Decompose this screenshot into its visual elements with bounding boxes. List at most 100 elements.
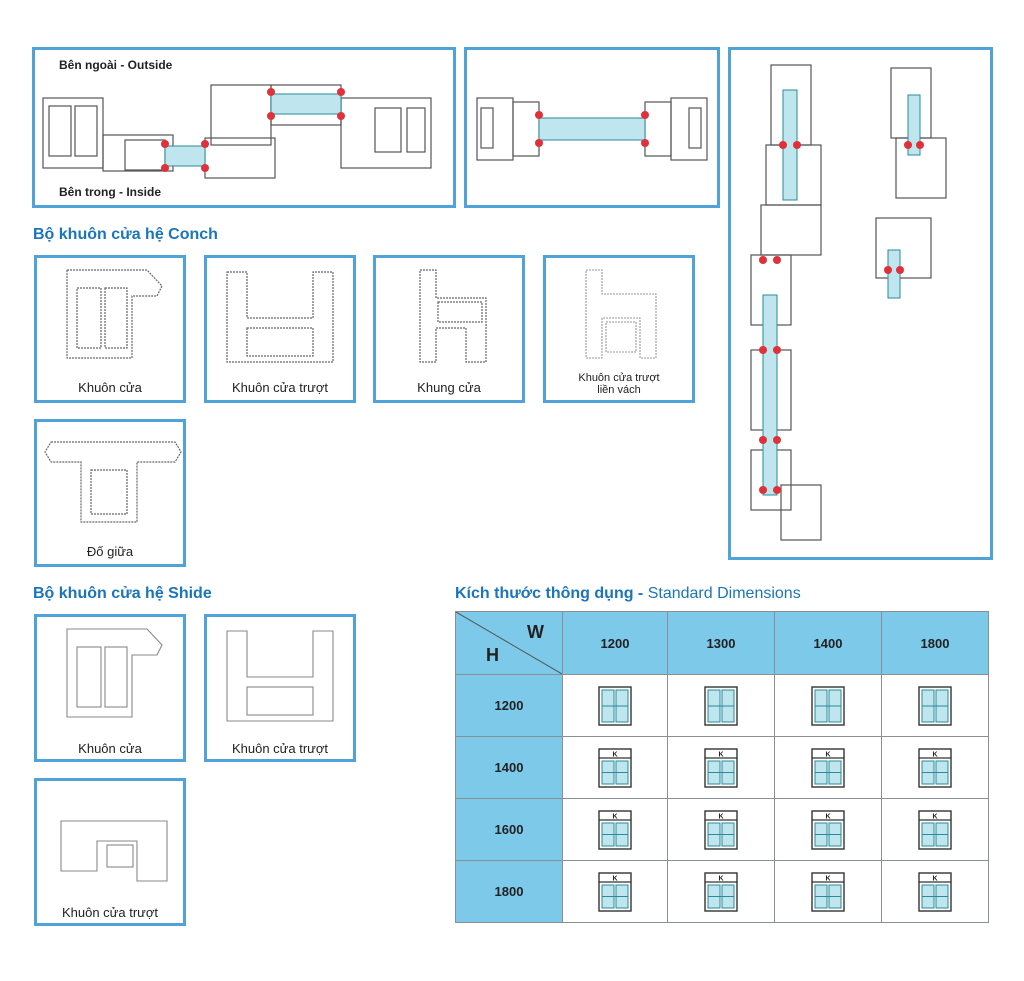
height-header: 1600 bbox=[455, 798, 563, 861]
corner-diagonal bbox=[456, 612, 562, 674]
corner-w-label: W bbox=[527, 622, 544, 642]
sliding-frame-mullion-caption-line2: liền vách bbox=[597, 384, 641, 396]
window-icon: K bbox=[598, 747, 632, 788]
transom-label: K bbox=[718, 875, 723, 882]
dimensions-row: 1200 bbox=[455, 674, 989, 737]
window-icon: K bbox=[704, 871, 738, 912]
sash-profile-drawing bbox=[419, 269, 487, 363]
dimensions-corner-cell: W H bbox=[455, 611, 563, 675]
conch-section-title: Bộ khuôn cửa hệ Conch bbox=[33, 226, 218, 243]
window-icon: K bbox=[598, 871, 632, 912]
width-header: 1400 bbox=[774, 611, 882, 675]
shide-sliding-frame-caption: Khuôn cửa trượt bbox=[231, 741, 329, 756]
fixed-section-diagram bbox=[464, 47, 720, 208]
dimensions-header-row: W H 1200 1300 1400 1800 bbox=[455, 611, 989, 675]
window-icon: K bbox=[918, 871, 952, 912]
conch-profile-mullion: Đố giữa bbox=[34, 419, 186, 567]
window-icon: K bbox=[811, 809, 845, 850]
dimensions-row: 1800 K K K K bbox=[455, 860, 989, 923]
window-cell: K bbox=[774, 736, 882, 799]
window-cell: K bbox=[562, 736, 668, 799]
window-icon: K bbox=[598, 809, 632, 850]
shide-section-title: Bộ khuôn cửa hệ Shide bbox=[33, 585, 212, 602]
conch-profile-sliding-frame: Khuôn cửa trượt bbox=[204, 255, 356, 403]
transom-label: K bbox=[612, 813, 617, 820]
shide-door-frame-profile-drawing bbox=[66, 628, 163, 718]
transom-label: K bbox=[825, 751, 830, 758]
window-icon: K bbox=[918, 809, 952, 850]
window-icon bbox=[811, 685, 845, 726]
mullion-profile-drawing bbox=[44, 441, 182, 523]
shide-profile-sliding-frame: Khuôn cửa trượt bbox=[204, 614, 356, 762]
transom-label: K bbox=[932, 813, 937, 820]
vertical-section-drawing bbox=[750, 64, 947, 541]
conch-profile-door-frame: Khuôn cửa bbox=[34, 255, 186, 403]
transom-label: K bbox=[932, 875, 937, 882]
window-cell: K bbox=[667, 860, 775, 923]
fixed-section-drawing bbox=[476, 97, 708, 161]
window-cell bbox=[667, 674, 775, 737]
dimensions-row: 1600 K K K K bbox=[455, 798, 989, 861]
sliding-frame-caption: Khuôn cửa trượt bbox=[231, 380, 329, 395]
window-cell: K bbox=[881, 860, 989, 923]
window-icon: K bbox=[704, 809, 738, 850]
transom-label: K bbox=[932, 751, 937, 758]
vertical-section-diagram bbox=[728, 47, 993, 560]
shide-sliding-frame-2-profile-drawing bbox=[60, 820, 168, 882]
sliding-frame-mullion-caption-line1: Khuôn cửa trượt bbox=[578, 372, 660, 384]
window-cell: K bbox=[881, 736, 989, 799]
door-frame-profile-drawing bbox=[66, 269, 163, 359]
window-cell bbox=[881, 674, 989, 737]
outside-label: Bên ngoài - Outside bbox=[59, 58, 173, 72]
transom-label: K bbox=[825, 875, 830, 882]
dimensions-section-title: Kích thước thông dụng - Standard Dimensi… bbox=[455, 585, 801, 603]
shide-profile-door-frame: Khuôn cửa bbox=[34, 614, 186, 762]
window-icon bbox=[704, 685, 738, 726]
window-icon: K bbox=[811, 871, 845, 912]
transom-label: K bbox=[612, 875, 617, 882]
width-header: 1300 bbox=[667, 611, 775, 675]
shide-sliding-frame-2-caption: Khuôn cửa trượt bbox=[61, 905, 159, 920]
window-icon bbox=[918, 685, 952, 726]
window-cell: K bbox=[774, 798, 882, 861]
sash-caption: Khung cửa bbox=[417, 380, 481, 395]
height-header: 1400 bbox=[455, 736, 563, 799]
window-icon: K bbox=[811, 747, 845, 788]
height-header: 1800 bbox=[455, 860, 563, 923]
transom-label: K bbox=[718, 751, 723, 758]
dimensions-title-en: Standard Dimensions bbox=[647, 585, 801, 602]
shide-sliding-frame-profile-drawing bbox=[226, 630, 334, 722]
dimensions-title-vi: Kích thước thông dụng - bbox=[455, 585, 644, 602]
window-cell: K bbox=[881, 798, 989, 861]
transom-label: K bbox=[825, 813, 830, 820]
window-cell: K bbox=[667, 736, 775, 799]
window-cell: K bbox=[774, 860, 882, 923]
door-frame-caption: Khuôn cửa bbox=[78, 380, 142, 395]
conch-profile-sash: Khung cửa bbox=[373, 255, 525, 403]
sliding-section-drawing bbox=[42, 84, 432, 179]
sliding-section-diagram: Bên ngoài - Outside Bên trong - Inside bbox=[32, 47, 456, 208]
window-cell: K bbox=[562, 798, 668, 861]
inside-label: Bên trong - Inside bbox=[59, 185, 161, 199]
width-header: 1800 bbox=[881, 611, 989, 675]
shide-profile-sliding-frame-2: Khuôn cửa trượt bbox=[34, 778, 186, 926]
window-icon: K bbox=[704, 747, 738, 788]
window-icon: K bbox=[918, 747, 952, 788]
window-cell bbox=[562, 674, 668, 737]
dimensions-row: 1400 K K K K bbox=[455, 736, 989, 799]
window-cell: K bbox=[667, 798, 775, 861]
sliding-frame-mullion-profile-drawing bbox=[585, 269, 657, 359]
transom-label: K bbox=[718, 813, 723, 820]
transom-label: K bbox=[612, 751, 617, 758]
sliding-frame-profile-drawing bbox=[226, 271, 334, 363]
mullion-caption: Đố giữa bbox=[86, 544, 134, 559]
shide-door-frame-caption: Khuôn cửa bbox=[78, 741, 142, 756]
corner-h-label: H bbox=[486, 645, 499, 665]
window-cell: K bbox=[562, 860, 668, 923]
height-header: 1200 bbox=[455, 674, 563, 737]
width-header: 1200 bbox=[562, 611, 668, 675]
window-cell bbox=[774, 674, 882, 737]
window-icon bbox=[598, 685, 632, 726]
conch-profile-sliding-frame-mullion: Khuôn cửa trượt liền vách bbox=[543, 255, 695, 403]
